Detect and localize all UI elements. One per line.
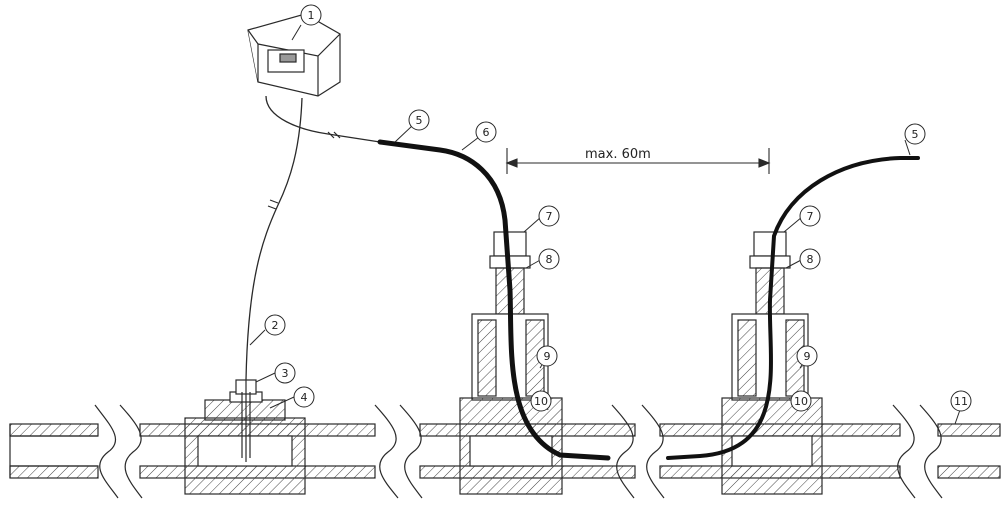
callout-7b: 7: [807, 210, 814, 223]
cables: [245, 95, 920, 461]
probe-assembly-a: [459, 231, 563, 495]
pipe-section-left-stub: [9, 404, 119, 499]
callout-5b: 5: [912, 128, 919, 141]
callout-10b: 10: [794, 395, 808, 408]
callout-4: 4: [301, 391, 308, 404]
dimension-max-60m: [505, 148, 771, 174]
callout-8a: 8: [546, 253, 553, 266]
callout-9a: 9: [544, 350, 551, 363]
callout-11: 11: [954, 395, 968, 408]
callout-5a: 5: [416, 114, 423, 127]
tee-fitting-small-sensor: [184, 379, 306, 495]
callout-9b: 9: [804, 350, 811, 363]
callout-labels: 1 2 3 4 5 6 7 8 9 10 5 7 8 9 10 11: [272, 9, 969, 408]
enclosure-box: [247, 13, 341, 97]
probe-cable-b: [666, 156, 920, 460]
thin-cable-box-to-connector: [265, 95, 381, 143]
callout-2: 2: [272, 319, 279, 332]
pipe-section-end: [919, 404, 1001, 499]
sensor-cable: [245, 97, 303, 381]
probe-cable-a: [377, 139, 611, 461]
callout-10a: 10: [534, 395, 548, 408]
dimension-label: max. 60m: [585, 147, 651, 162]
callout-1: 1: [308, 9, 315, 22]
callout-3: 3: [282, 367, 289, 380]
callout-8b: 8: [807, 253, 814, 266]
callouts: [264, 4, 972, 412]
callout-leaders: [249, 24, 962, 425]
callout-6: 6: [483, 126, 490, 139]
callout-7a: 7: [546, 210, 553, 223]
